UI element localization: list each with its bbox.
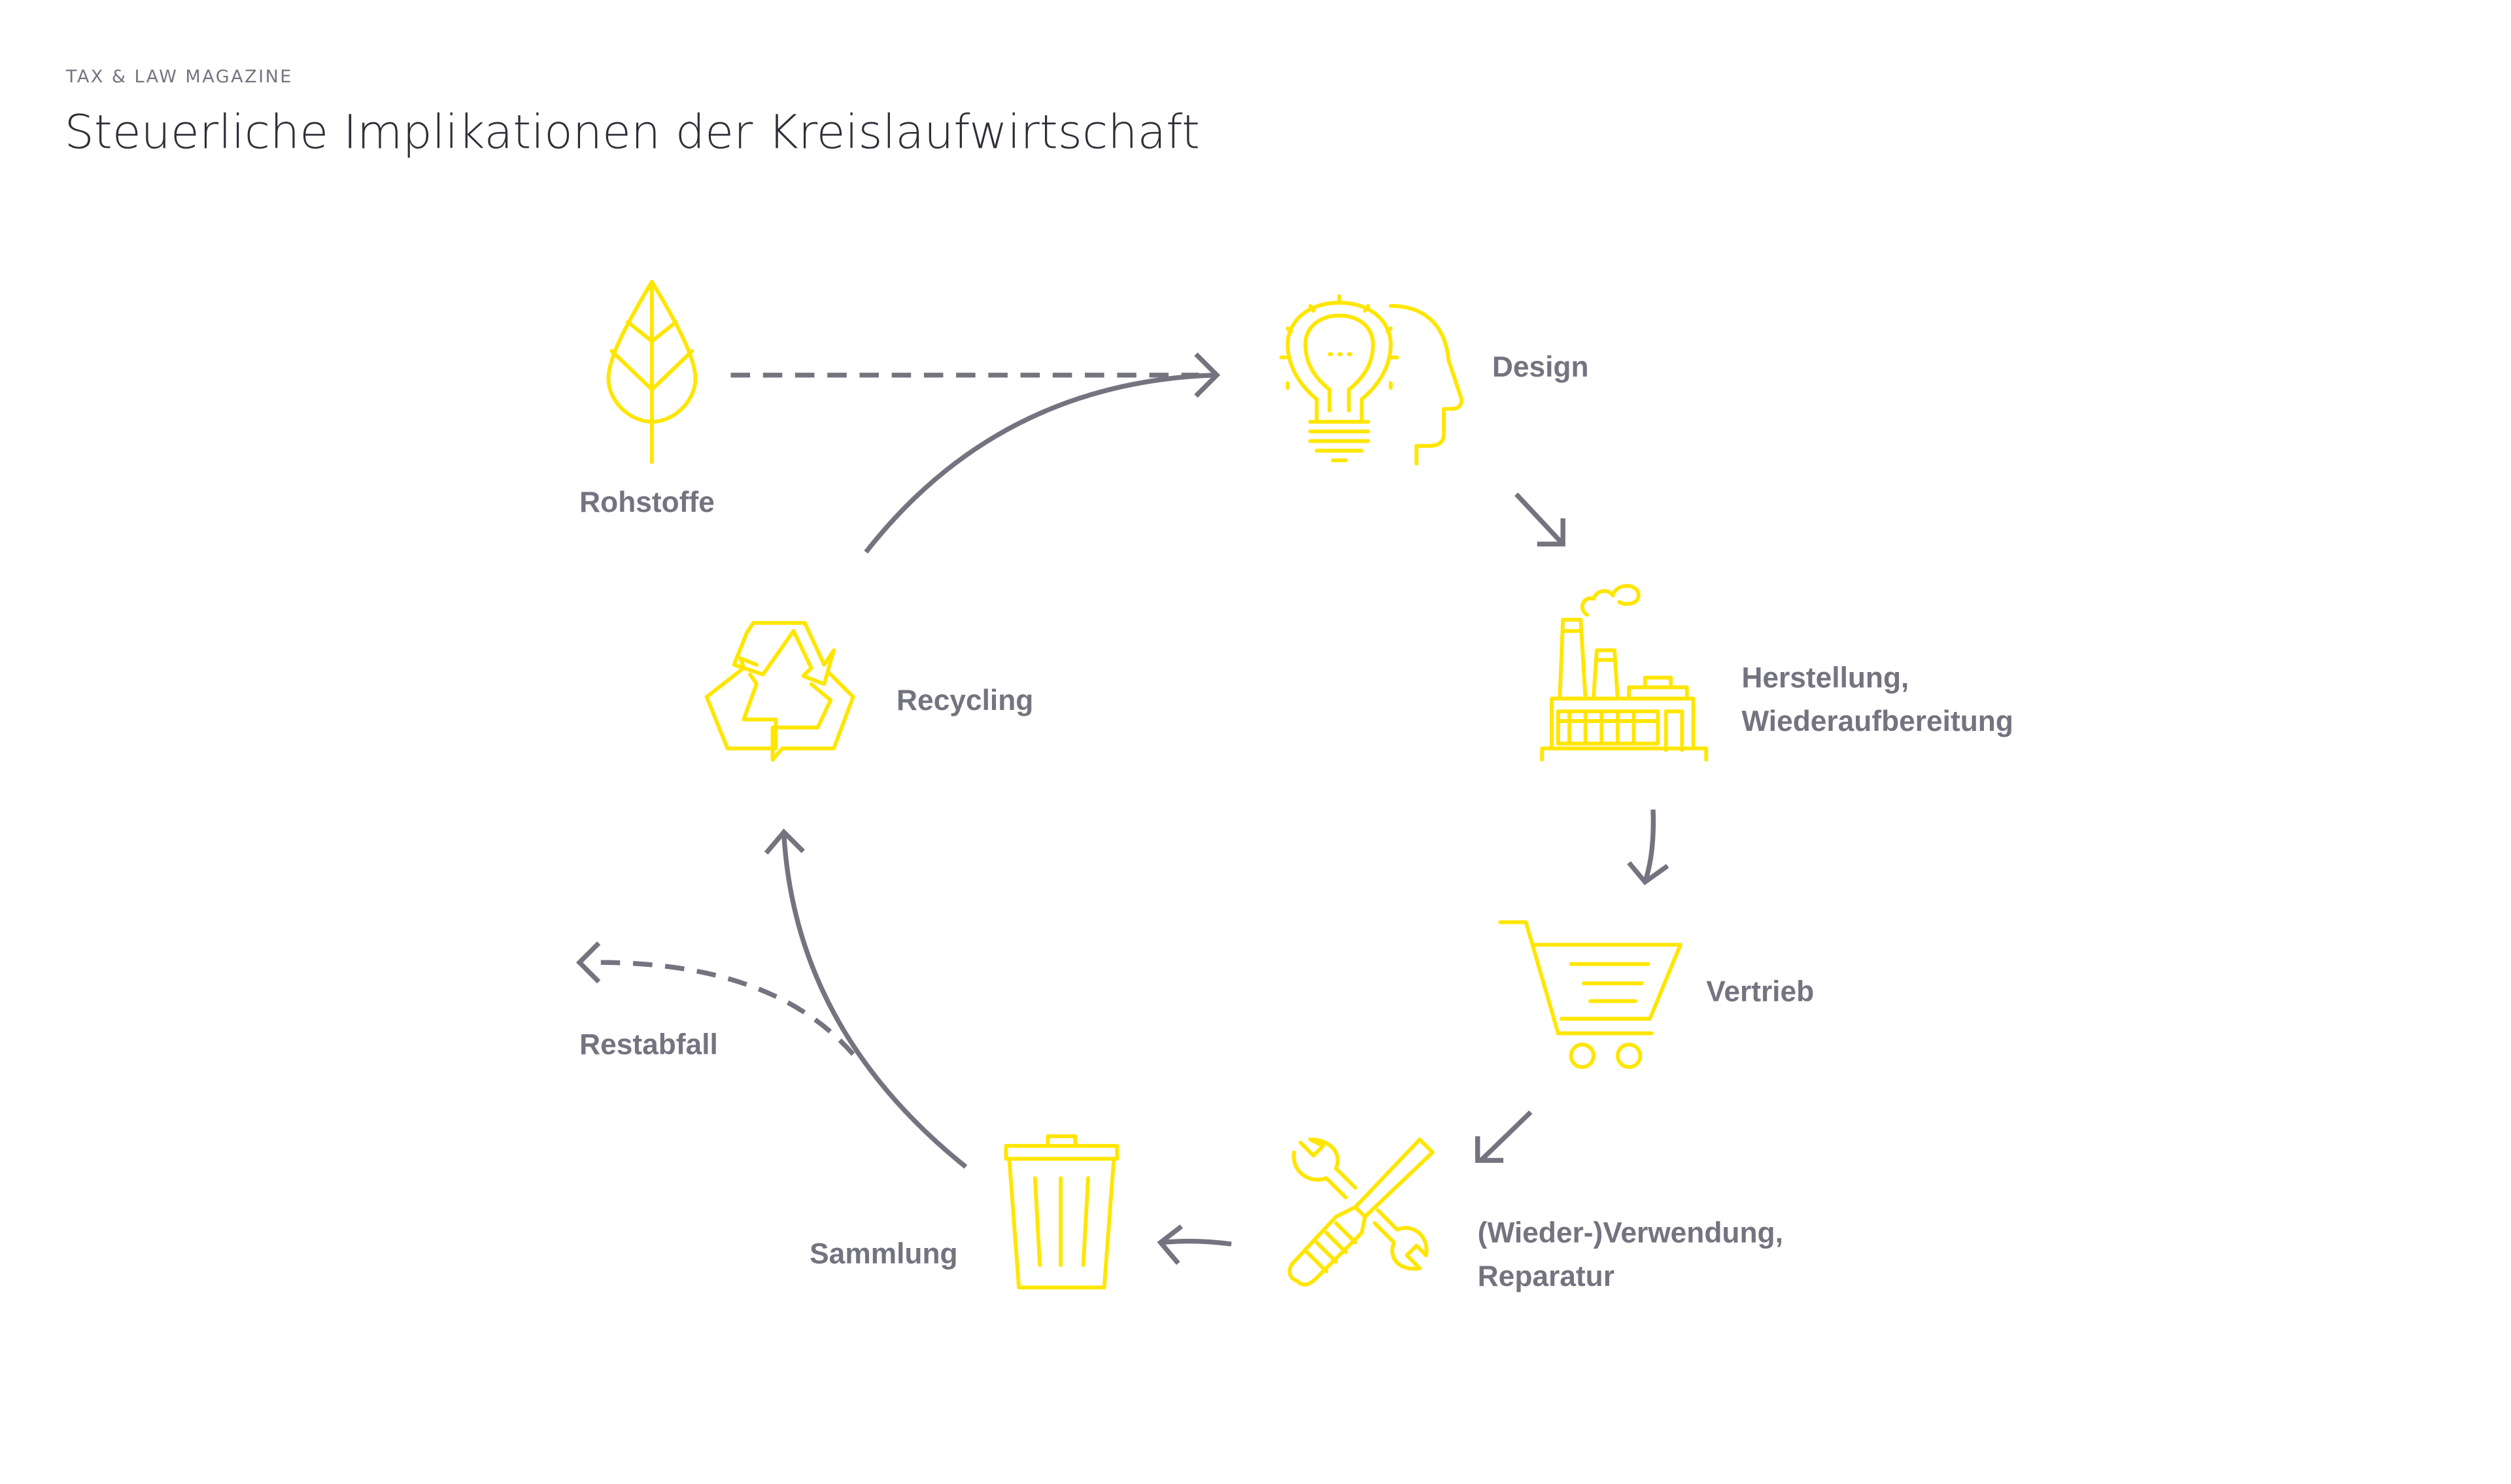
- label-design: Design: [1492, 351, 1589, 383]
- tools-icon: [1288, 1138, 1435, 1287]
- label-herstellung-line1: Herstellung,: [1741, 662, 1909, 694]
- recycle-icon: [704, 620, 855, 762]
- arrowhead-restabfall: [575, 941, 601, 984]
- label-recycling: Recycling: [897, 684, 1033, 717]
- arrow-design-herstellung: [1514, 492, 1565, 547]
- arrow-vertrieb-verwendung: [1475, 1110, 1533, 1163]
- arrow-recycling-design: [864, 373, 1214, 554]
- label-verwendung-line1: (Wieder-)Verwendung,: [1478, 1217, 1783, 1249]
- arrow-herstellung-vertrieb: [1627, 809, 1669, 886]
- factory-icon: [1540, 584, 1709, 762]
- dashed-arrow-restabfall: [598, 960, 855, 1056]
- leaf-icon: [606, 280, 698, 464]
- lightbulb-head-icon: [1279, 294, 1464, 466]
- arrow-sammlung-recycling: [764, 828, 968, 1169]
- label-sammlung: Sammlung: [810, 1238, 957, 1270]
- label-verwendung-line2: Reparatur: [1478, 1260, 1614, 1292]
- label-restabfall: Restabfall: [579, 1029, 718, 1061]
- arrow-verwendung-sammlung: [1157, 1224, 1232, 1265]
- label-vertrieb: Vertrieb: [1706, 975, 1814, 1007]
- arrowhead-design: [1194, 352, 1221, 398]
- magazine-kicker: TAX & LAW MAGAZINE: [65, 67, 293, 87]
- shopping-cart-icon: [1498, 920, 1683, 1070]
- trash-bin-icon: [1004, 1134, 1119, 1290]
- page-title: Steuerliche Implikationen der Kreislaufw…: [64, 105, 1200, 160]
- label-rohstoffe: Rohstoffe: [579, 486, 715, 518]
- label-herstellung-line2: Wiederaufbereitung: [1741, 705, 2013, 737]
